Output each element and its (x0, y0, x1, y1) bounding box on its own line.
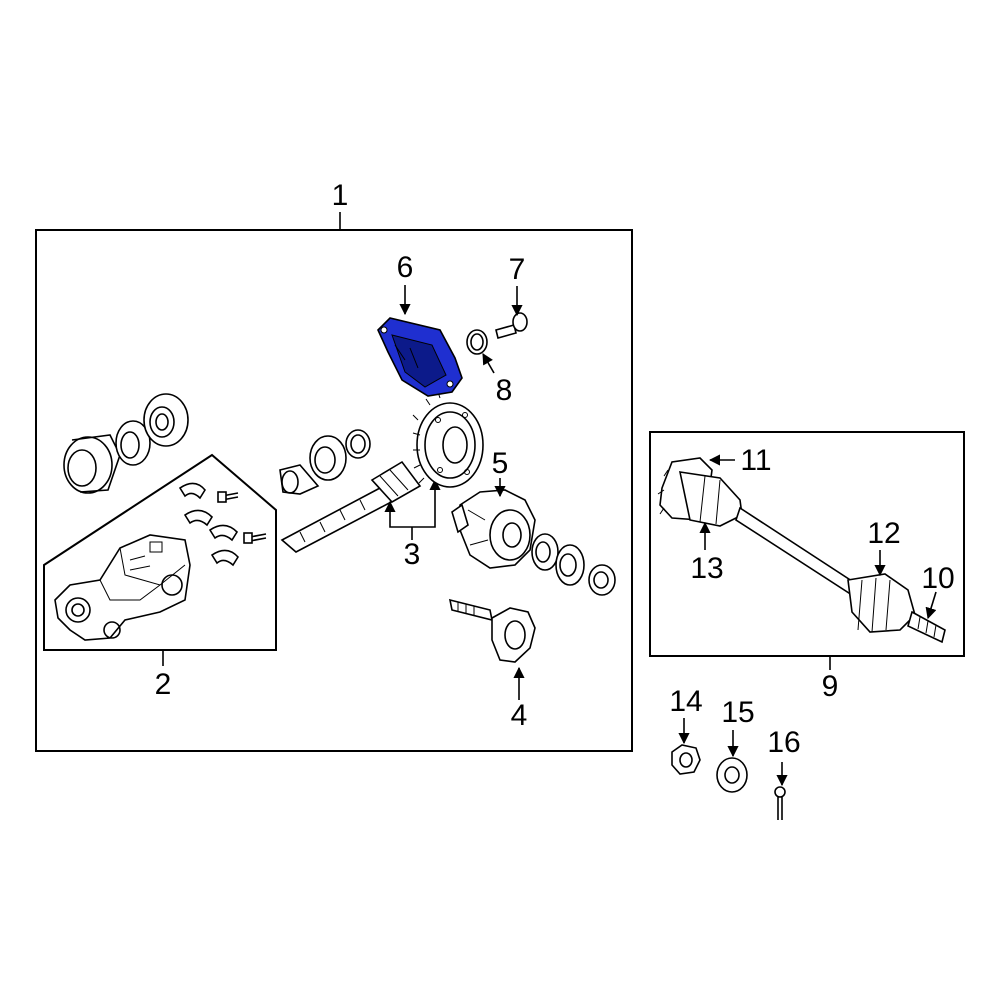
side-seal-bearing-parts[interactable] (63, 393, 189, 494)
bolt-part-7[interactable] (495, 312, 528, 339)
callout-11[interactable]: 11 (740, 444, 771, 477)
differential-case-part[interactable] (451, 489, 536, 569)
nut-part-14[interactable] (671, 744, 701, 775)
callout-14[interactable]: 14 (669, 685, 702, 718)
bearing-cap-parts[interactable] (178, 482, 267, 567)
callout-16[interactable]: 16 (767, 726, 800, 759)
callout-8[interactable]: 8 (496, 374, 513, 407)
ring-gear-part[interactable] (412, 391, 484, 488)
callout-12[interactable]: 12 (867, 517, 900, 550)
companion-flange-part[interactable] (448, 598, 536, 663)
carrier-housing-part[interactable] (54, 534, 191, 641)
callout-4[interactable]: 4 (511, 699, 528, 732)
pinion-bearing-parts[interactable] (279, 429, 371, 495)
rear-cover-part-highlighted[interactable] (377, 317, 463, 397)
callout-15[interactable]: 15 (721, 696, 754, 729)
axle-shaft-part[interactable] (657, 457, 946, 644)
callout-10[interactable]: 10 (921, 562, 954, 595)
callout-1[interactable]: 1 (332, 179, 349, 212)
side-bearing-parts[interactable] (531, 533, 616, 596)
callout-6[interactable]: 6 (397, 251, 414, 284)
assembly-box-9 (649, 431, 965, 657)
callout-2[interactable]: 2 (155, 668, 172, 701)
washer-part-15[interactable] (716, 757, 748, 793)
callout-7[interactable]: 7 (509, 253, 526, 286)
washer-part-8[interactable] (466, 329, 488, 355)
assembly-box-1 (35, 229, 633, 752)
callout-5[interactable]: 5 (492, 447, 509, 480)
callout-13[interactable]: 13 (690, 552, 723, 585)
cotter-pin-part-16[interactable] (774, 786, 786, 820)
callout-9[interactable]: 9 (822, 670, 839, 703)
callout-3[interactable]: 3 (404, 538, 421, 571)
assembly-box-2 (43, 453, 277, 651)
